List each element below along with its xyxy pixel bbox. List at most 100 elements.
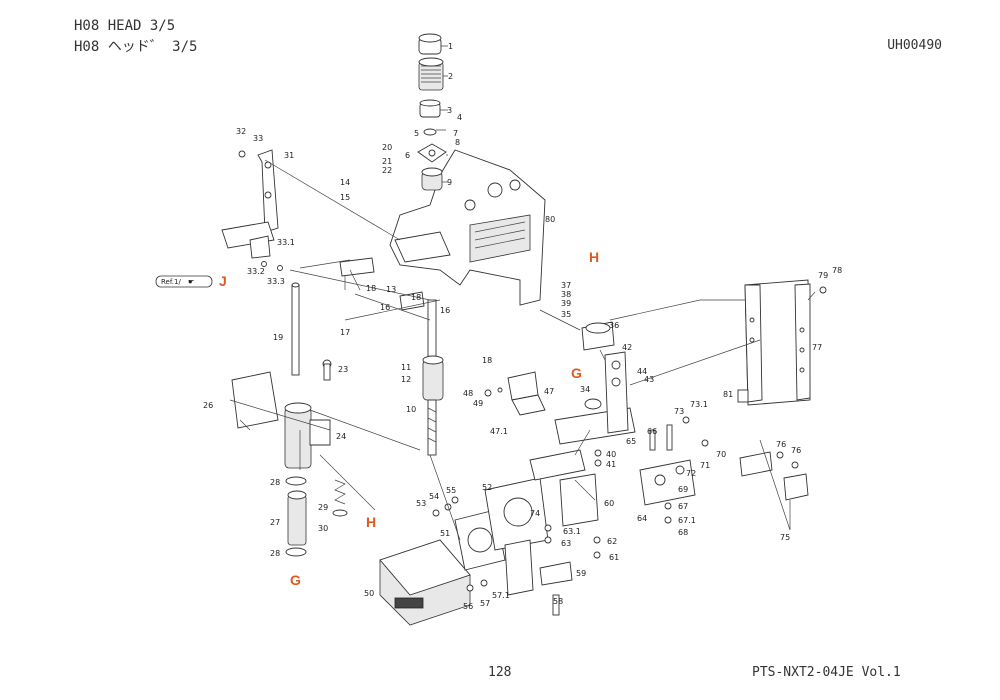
part-label: 6 bbox=[405, 151, 410, 160]
part-label: 38 bbox=[561, 290, 571, 299]
manual-identifier: PTS-NXT2-04JE Vol.1 bbox=[752, 665, 901, 680]
ball-screw bbox=[339, 257, 444, 456]
part-label: 19 bbox=[273, 333, 283, 342]
part-label: 80 bbox=[545, 215, 555, 224]
sensor-assembly bbox=[639, 416, 709, 524]
leader-lines bbox=[229, 45, 816, 541]
part-label: 60 bbox=[604, 499, 614, 508]
part-label: 48 bbox=[463, 389, 473, 398]
reference-box: Ref.1/ ☛ bbox=[155, 275, 213, 288]
part-label: 1 bbox=[448, 42, 453, 51]
part-label: 30 bbox=[318, 524, 328, 533]
part-label: 42 bbox=[622, 343, 632, 352]
part-label: 33.2 bbox=[247, 267, 265, 276]
part-label: 44 bbox=[637, 367, 647, 376]
part-label: 3 bbox=[447, 106, 452, 115]
part-label: 13 bbox=[386, 285, 396, 294]
part-label: 39 bbox=[561, 299, 571, 308]
ref-box-label: Ref.1/ bbox=[161, 278, 181, 286]
part-label: 21 bbox=[382, 157, 392, 166]
part-label: 8 bbox=[455, 138, 460, 147]
ref-letter-h-upper: H bbox=[589, 249, 599, 265]
part-label: 20 bbox=[382, 143, 392, 152]
top-parts-stack bbox=[417, 33, 447, 191]
part-label: 18 bbox=[411, 293, 421, 302]
part-label: 53 bbox=[416, 499, 426, 508]
part-label: 76 bbox=[791, 446, 801, 455]
part-label: 12 bbox=[401, 375, 411, 384]
part-label: 4 bbox=[457, 113, 462, 122]
ref-letter-g-lower: G bbox=[290, 572, 301, 588]
part-label: 70 bbox=[716, 450, 726, 459]
part-label: 56 bbox=[463, 602, 473, 611]
part-number-labels: 1 2 3 4 5 6 7 8 9 10 11 12 13 14 15 16 1… bbox=[203, 42, 842, 611]
part-label: 59 bbox=[576, 569, 586, 578]
part-label: 27 bbox=[270, 518, 280, 527]
part-label: 57.1 bbox=[492, 591, 510, 600]
part-label: 32 bbox=[236, 127, 246, 136]
shaft-19 bbox=[291, 282, 300, 376]
part-label: 55 bbox=[446, 486, 456, 495]
ref-letter-g-upper: G bbox=[571, 365, 582, 381]
part-label: 49 bbox=[473, 399, 483, 408]
part-label: 33 bbox=[253, 134, 263, 143]
part-label: 9 bbox=[447, 178, 452, 187]
bracket-42 bbox=[554, 321, 636, 467]
part-label: 61 bbox=[609, 553, 619, 562]
motor-assembly bbox=[379, 449, 601, 626]
part-label: 52 bbox=[482, 483, 492, 492]
left-bracket bbox=[221, 149, 283, 271]
ref-letter-j: J bbox=[219, 273, 227, 289]
part-label: 23 bbox=[338, 365, 348, 374]
part-label: 5 bbox=[414, 129, 419, 138]
part-label: 34 bbox=[580, 385, 590, 394]
part-label: 65 bbox=[626, 437, 636, 446]
part-label: 73 bbox=[674, 407, 684, 416]
sensors bbox=[739, 451, 809, 501]
part-label: 63 bbox=[561, 539, 571, 548]
part-label: 40 bbox=[606, 450, 616, 459]
part-label: 16 bbox=[380, 303, 390, 312]
part-label: 11 bbox=[401, 363, 411, 372]
part-label: 66 bbox=[647, 427, 657, 436]
part-label: 57 bbox=[480, 599, 490, 608]
part-label: 28 bbox=[270, 478, 280, 487]
part-label: 18 bbox=[366, 284, 376, 293]
page-title-japanese: H08 ヘッド゛ 3/5 bbox=[74, 39, 198, 55]
part-label: 58 bbox=[553, 597, 563, 606]
part-label: 2 bbox=[448, 72, 453, 81]
part-label: 35 bbox=[561, 310, 571, 319]
part-label: 62 bbox=[607, 537, 617, 546]
part-label: 51 bbox=[440, 529, 450, 538]
part-label: 17 bbox=[340, 328, 350, 337]
part-label: 68 bbox=[678, 528, 688, 537]
part-label: 31 bbox=[284, 151, 294, 160]
part-label: 18 bbox=[482, 356, 492, 365]
part-label: 72 bbox=[686, 469, 696, 478]
part-label: 63.1 bbox=[563, 527, 581, 536]
part-label: 76 bbox=[776, 440, 786, 449]
part-label: 43 bbox=[644, 375, 654, 384]
part-label: 28 bbox=[270, 549, 280, 558]
part-label: 33.1 bbox=[277, 238, 295, 247]
part-label: 75 bbox=[780, 533, 790, 542]
part-label: 79 bbox=[818, 271, 828, 280]
part-label: 26 bbox=[203, 401, 213, 410]
part-label: 73.1 bbox=[690, 400, 708, 409]
part-label: 15 bbox=[340, 193, 350, 202]
part-label: 33.3 bbox=[267, 277, 285, 286]
ref-letter-h-lower: H bbox=[366, 514, 376, 530]
part-label: 24 bbox=[336, 432, 346, 441]
lower-cylinder bbox=[285, 476, 348, 557]
spline-housing bbox=[231, 359, 332, 469]
part-label: 81 bbox=[723, 390, 733, 399]
svg-text:☛: ☛ bbox=[188, 278, 194, 286]
part-label: 47 bbox=[544, 387, 554, 396]
page-number: 128 bbox=[488, 665, 512, 680]
part-label: 67.1 bbox=[678, 516, 696, 525]
part-label: 67 bbox=[678, 502, 688, 511]
part-label: 64 bbox=[637, 514, 647, 523]
part-label: 47.1 bbox=[490, 427, 508, 436]
part-label: 36 bbox=[609, 321, 619, 330]
